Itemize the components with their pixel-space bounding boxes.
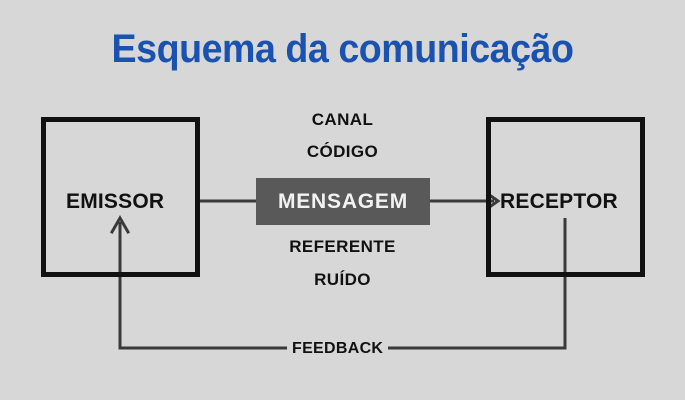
node-emissor[interactable]	[41, 117, 200, 277]
label-codigo: CÓDIGO	[306, 142, 379, 161]
label-canal: CANAL	[311, 110, 374, 129]
label-feedback: FEEDBACK	[287, 340, 389, 358]
node-emissor-label: EMISSOR	[66, 190, 165, 213]
label-ruido: RUÍDO	[314, 270, 371, 289]
arrowhead-into-emissor	[109, 214, 131, 235]
label-referente: REFERENTE	[289, 237, 396, 256]
page-title: Esquema da comunicação	[111, 27, 574, 71]
node-receptor[interactable]	[486, 117, 645, 277]
node-receptor-label: RECEPTOR	[500, 190, 618, 213]
node-mensagem[interactable]: MENSAGEM	[256, 178, 430, 225]
node-mensagem-label: MENSAGEM	[277, 189, 409, 213]
arrowhead-into-receptor	[485, 191, 501, 211]
